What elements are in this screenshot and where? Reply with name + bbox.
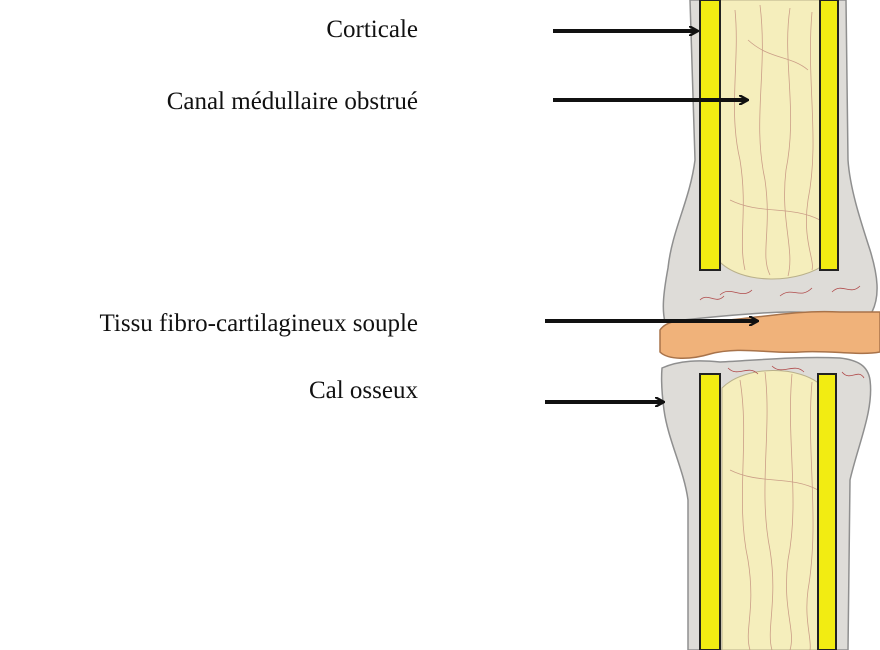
label-corticale: Corticale: [326, 17, 418, 42]
label-canal-medullaire: Canal médullaire obstrué: [167, 89, 418, 114]
upper-right-cortex: [820, 0, 838, 270]
upper-marrow: [718, 0, 828, 279]
lower-right-cortex: [818, 374, 836, 650]
label-cal-osseux: Cal osseux: [309, 378, 418, 403]
lower-left-cortex: [700, 374, 720, 650]
upper-bone-fragment: [663, 0, 877, 322]
upper-left-cortex: [700, 0, 720, 270]
label-tissu-fibro-cartilagineux: Tissu fibro-cartilagineux souple: [100, 311, 418, 336]
lower-bone-fragment: [662, 357, 871, 650]
